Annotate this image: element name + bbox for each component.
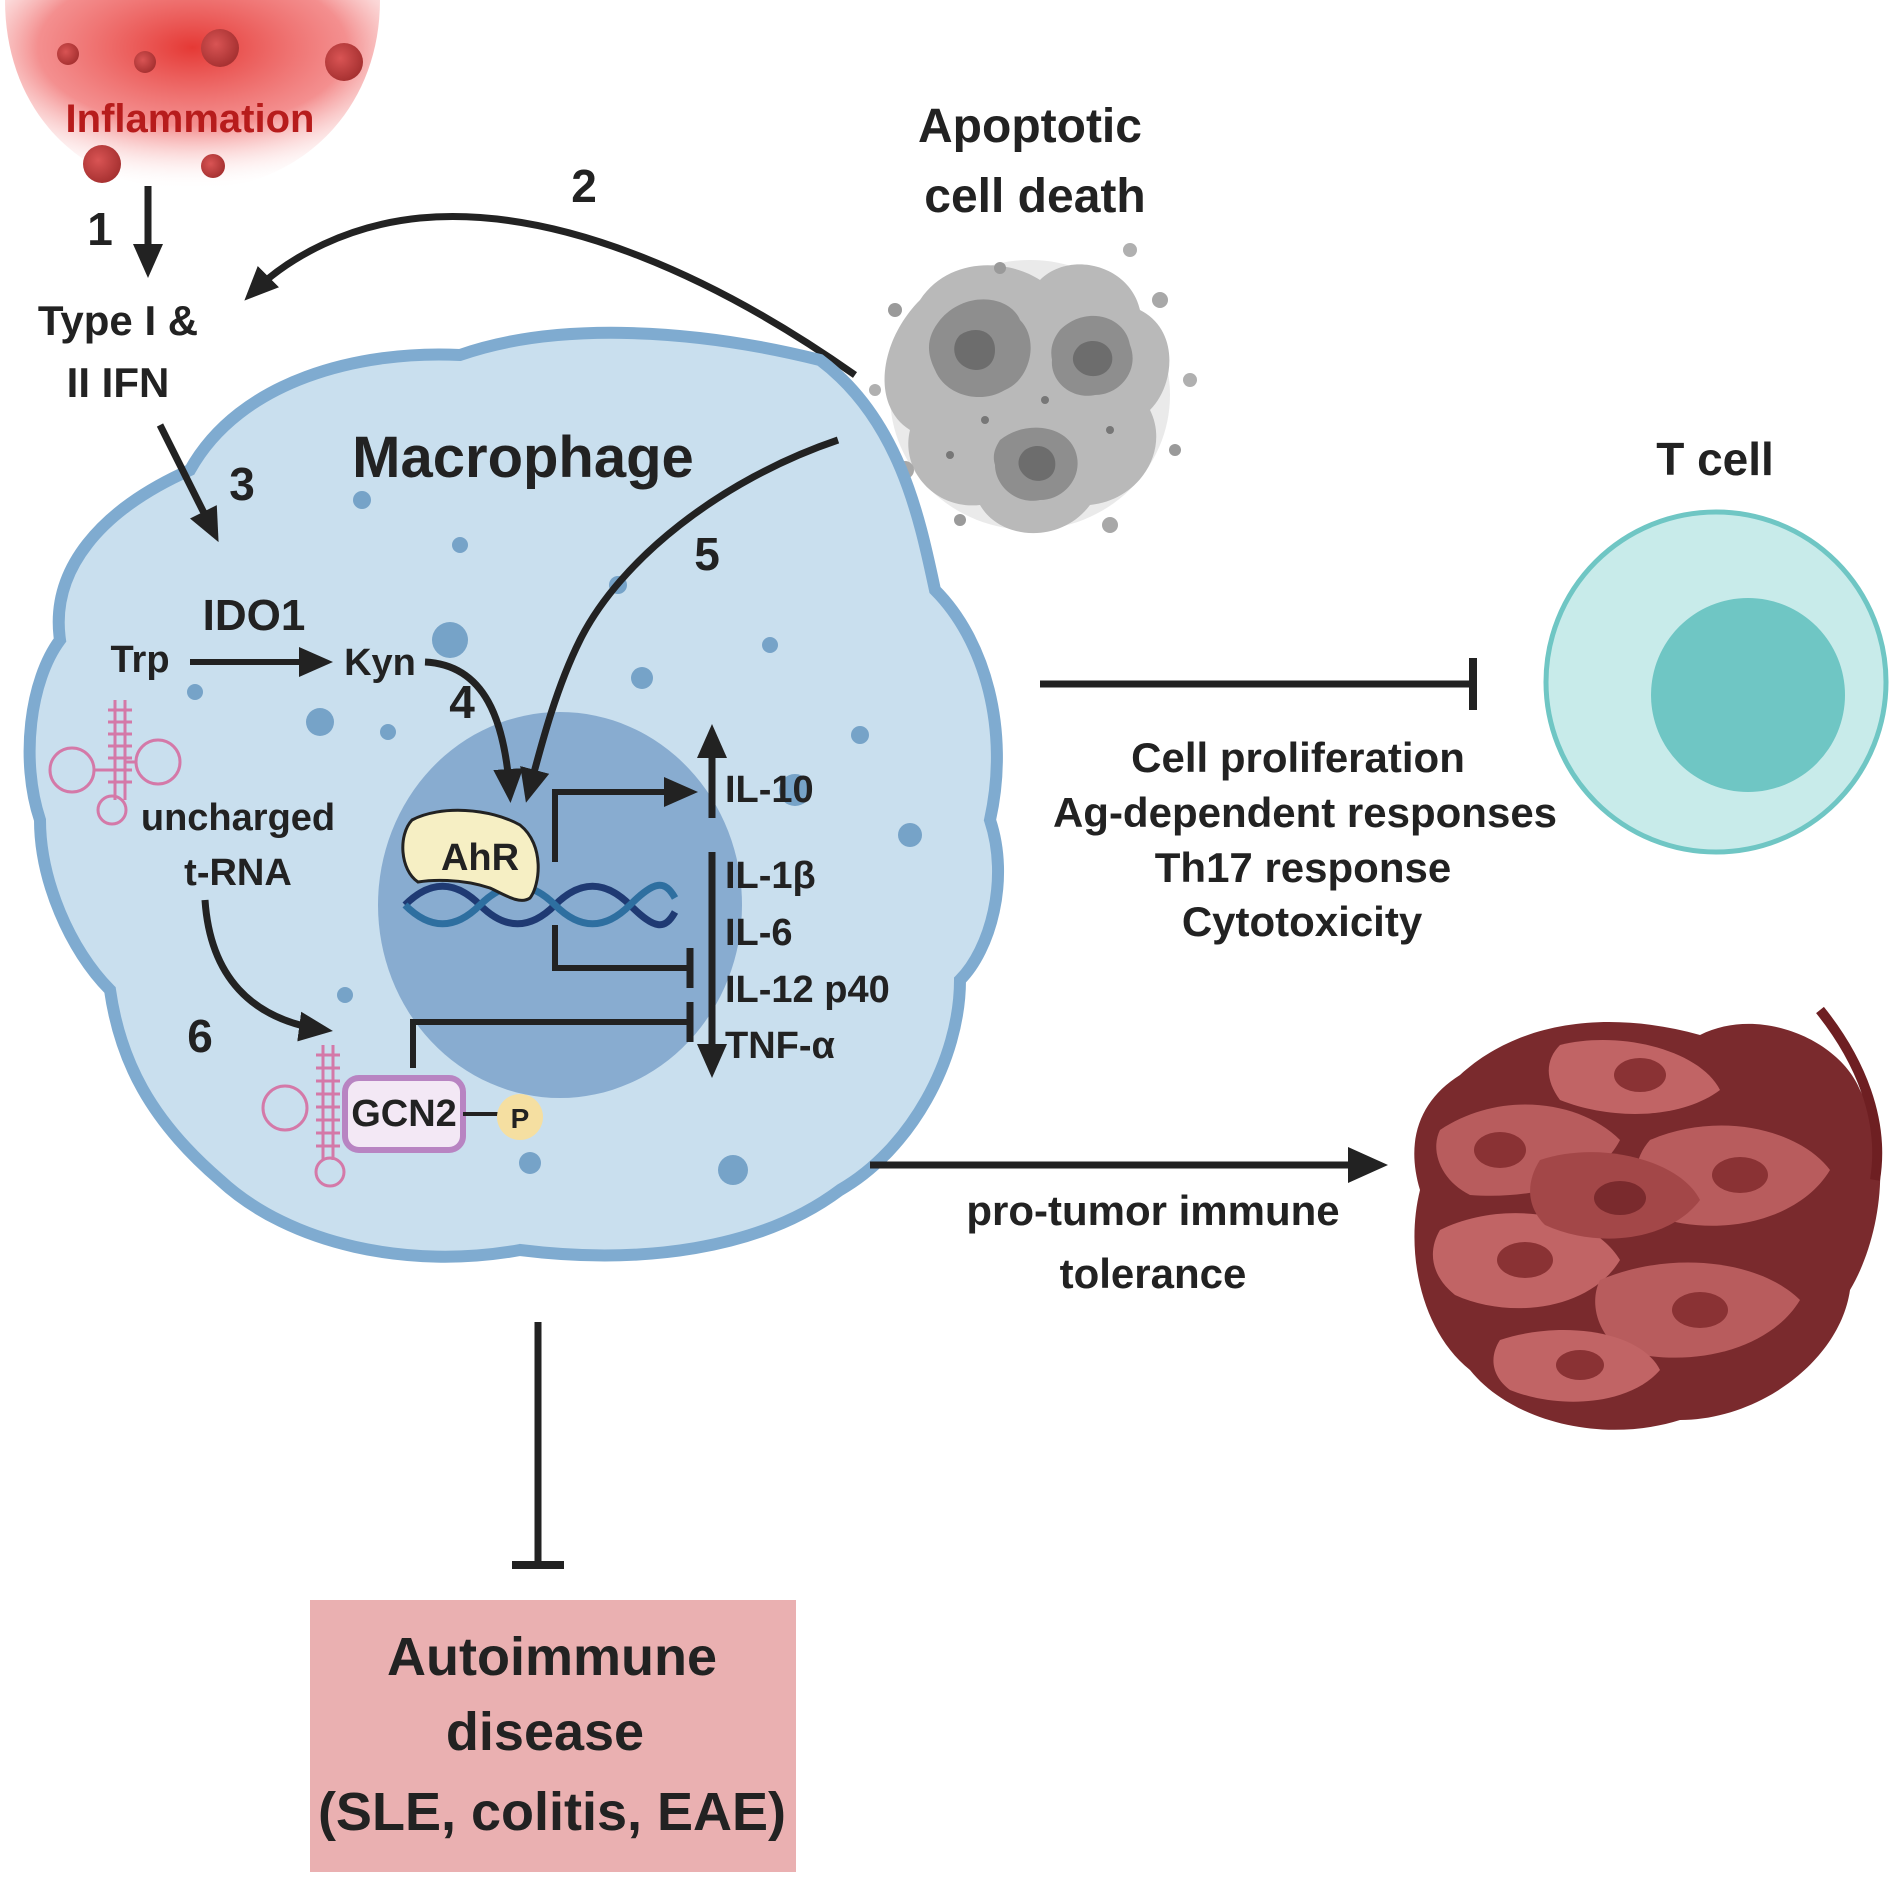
autoimmune-label-line2: disease: [446, 1702, 644, 1762]
tcell-effect-1: Cell proliferation: [1131, 734, 1465, 781]
inflammation-cell: [201, 154, 225, 178]
arrow-kyn-to-ahr: [424, 658, 524, 803]
ahr-label: AhR: [441, 837, 519, 879]
inflammation-cell: [83, 145, 121, 183]
inhibit-ahr-to-cytokines: [552, 925, 690, 971]
arrow-apoptosis-to-ahr: [520, 436, 840, 803]
step-2-label: 2: [571, 160, 597, 212]
arrow-apoptosis-to-ifn: [244, 213, 858, 378]
gcn2-label: GCN2: [351, 1093, 457, 1135]
il12-label: IL-12 p40: [725, 969, 890, 1011]
macrophage-label: Macrophage: [352, 425, 694, 490]
tumor-label-line1: pro-tumor immune: [966, 1187, 1339, 1234]
phospho-label: P: [511, 1103, 530, 1134]
dna-helix: [402, 881, 679, 929]
apoptotic-label-line2: cell death: [924, 170, 1145, 223]
il10-label: IL-10: [725, 769, 814, 811]
tcell-effect-4: Cytotoxicity: [1182, 898, 1423, 945]
tumor-label-line2: tolerance: [1060, 1250, 1247, 1297]
arrow-ifn-to-ido1: [156, 423, 219, 543]
inflammation-cell: [201, 29, 239, 67]
step-6-label: 6: [187, 1010, 213, 1062]
il6-label: IL-6: [725, 912, 793, 954]
step-1-label: 1: [87, 203, 113, 255]
tcell-effect-2: Ag-dependent responses: [1053, 789, 1557, 836]
inflammation-label: Inflammation: [66, 97, 315, 141]
il1b-label: IL-1β: [725, 855, 816, 897]
trna-bound-icon: [261, 1045, 346, 1188]
autoimmune-box: [310, 1600, 796, 1872]
inflammation-cell: [325, 43, 363, 81]
t-cell-label: T cell: [1656, 433, 1774, 485]
inflammation-cell: [134, 51, 156, 73]
tumor-cell-cluster: [1414, 1006, 1883, 1430]
step-4-label: 4: [449, 676, 475, 728]
step-3-label: 3: [229, 458, 255, 510]
autoimmune-label-line1: Autoimmune: [387, 1627, 717, 1687]
autoimmune-label-line3: (SLE, colitis, EAE): [318, 1782, 786, 1842]
t-cell-nucleus: [1651, 598, 1845, 792]
tcell-effect-3: Th17 response: [1155, 844, 1451, 891]
ido1-label: IDO1: [203, 591, 306, 640]
step-5-label: 5: [694, 528, 720, 580]
inflammation-glow: [5, 0, 380, 190]
inflammation-region: Inflammation: [5, 0, 380, 190]
ahr-protein: [401, 808, 540, 902]
kyn-label: Kyn: [344, 642, 416, 684]
arrow-trna-to-gcn2: [201, 899, 333, 1042]
arrow-ahr-to-il10: [552, 777, 698, 862]
phospho-group: [497, 1094, 543, 1140]
tnfa-label: TNF-α: [725, 1025, 835, 1067]
apoptotic-label-line1: Apoptotic: [918, 100, 1142, 153]
inhibit-gcn2-to-cytokines: [410, 1019, 690, 1068]
trp-label: Trp: [110, 639, 169, 681]
uncharged-trna-line2: t-RNA: [184, 852, 292, 894]
apoptotic-cell-debris: [869, 243, 1197, 534]
uncharged-trna-line1: uncharged: [141, 797, 335, 839]
inflammation-cell: [57, 43, 79, 65]
trna-uncharged-icon: [48, 700, 182, 826]
ifn-label-line2: II IFN: [67, 359, 170, 406]
ifn-label-line1: Type I &: [38, 297, 198, 344]
